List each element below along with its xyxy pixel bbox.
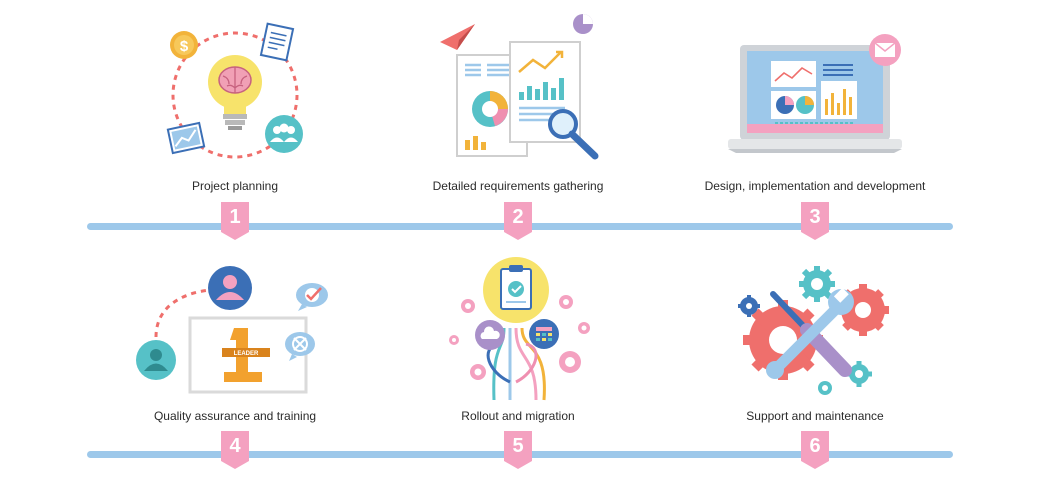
step-label-2: Detailed requirements gathering	[432, 179, 604, 193]
step-label-1: Project planning	[191, 179, 279, 193]
step-label-6: Support and maintenance	[746, 409, 884, 423]
marker-shape	[504, 202, 532, 240]
wrench-screwdriver-gears-icon	[733, 262, 898, 402]
marker-shape	[801, 202, 829, 240]
step-number-4: 4	[229, 435, 241, 457]
step-number-5: 5	[512, 435, 524, 457]
step-number-2: 2	[512, 206, 524, 228]
marker-shape	[221, 431, 249, 469]
step-label-5: Rollout and migration	[461, 409, 575, 423]
step-marker-4: 4	[221, 431, 249, 469]
step-number-6: 6	[809, 435, 821, 457]
marker-shape	[221, 202, 249, 240]
svg-text:$: $	[180, 38, 189, 55]
clipboard-network-icon	[440, 252, 600, 402]
step-label-3: Design, implementation and development	[704, 179, 926, 193]
marker-shape	[504, 431, 532, 469]
lightbulb-brain-icon: $	[160, 20, 310, 165]
marker-shape	[801, 431, 829, 469]
step-marker-2: 2	[504, 202, 532, 240]
laptop-dashboard-icon	[725, 33, 905, 158]
step-number-1: 1	[229, 206, 241, 228]
step-marker-5: 5	[504, 431, 532, 469]
step-label-4: Quality assurance and training	[153, 409, 317, 423]
step-marker-1: 1	[221, 202, 249, 240]
leader-trophy-icon: LEADER	[130, 262, 340, 397]
step-marker-3: 3	[801, 202, 829, 240]
step-number-3: 3	[809, 206, 821, 228]
svg-text:LEADER: LEADER	[234, 351, 259, 357]
step-marker-6: 6	[801, 431, 829, 469]
documents-magnifier-icon	[435, 12, 605, 160]
